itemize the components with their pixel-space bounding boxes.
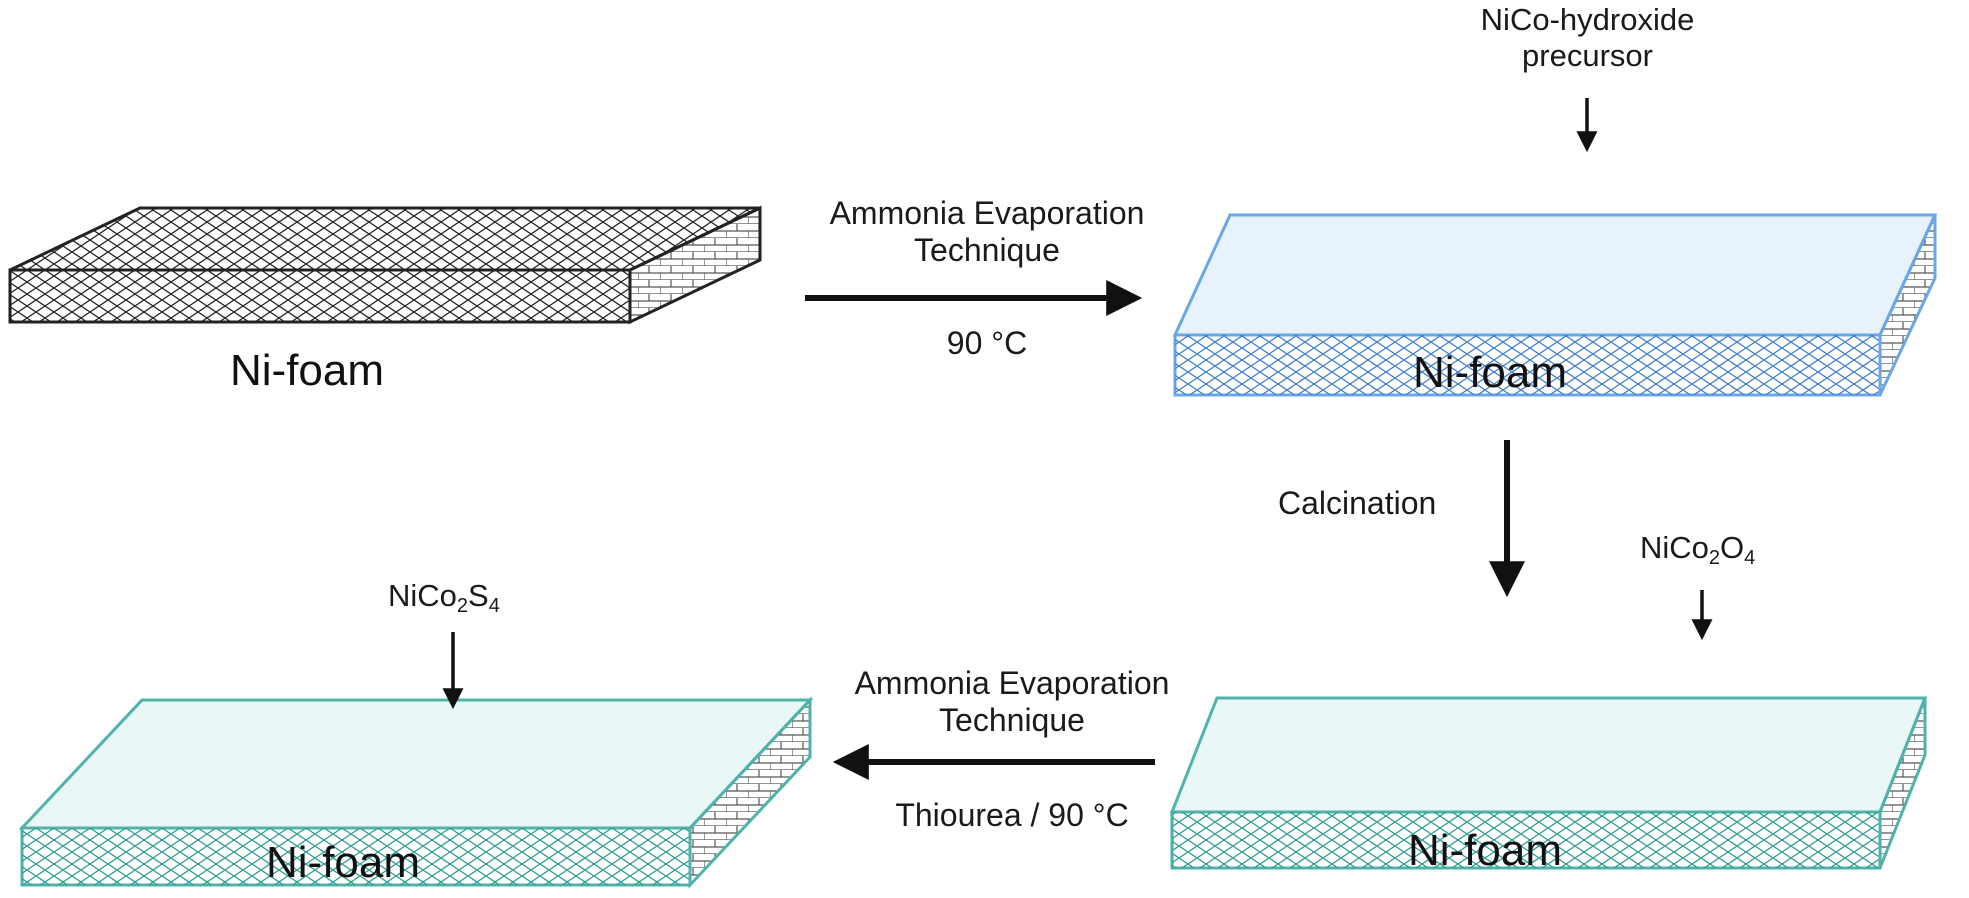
step1-line1: Ammonia Evaporation [829, 195, 1145, 231]
sulfide-label: NiCo2S4 [388, 578, 500, 617]
hydroxide-coated-foam [1172, 213, 1938, 397]
substrate-label-oxide: Ni-foam [1408, 826, 1563, 875]
sulfide-coated-foam [18, 696, 814, 889]
step3-line1: Ammonia Evaporation [854, 665, 1170, 701]
substrate-label-plain: Ni-foam [230, 346, 385, 395]
precursor-line2: precursor [1522, 37, 1653, 73]
step1-label: Ammonia Evaporation Technique [792, 195, 1182, 269]
oxide-coated-foam [1169, 696, 1928, 870]
step2-label: Calcination [1278, 485, 1437, 521]
substrate-label-sulfide: Ni-foam [266, 838, 421, 887]
step3-condition: Thiourea / 90 °C [895, 797, 1129, 833]
precursor-label: NiCo-hydroxide precursor [1420, 2, 1755, 73]
step1-line2: Technique [914, 231, 1060, 268]
substrate-label-hydroxide: Ni-foam [1413, 348, 1568, 397]
step3-label: Ammonia Evaporation Technique [812, 665, 1212, 739]
oxide-label: NiCo2O4 [1640, 530, 1756, 569]
step3-line2: Technique [939, 701, 1085, 738]
precursor-line1: NiCo-hydroxide [1480, 2, 1695, 37]
plain-ni-foam-block [8, 205, 762, 325]
step1-condition: 90 °C [946, 325, 1028, 361]
